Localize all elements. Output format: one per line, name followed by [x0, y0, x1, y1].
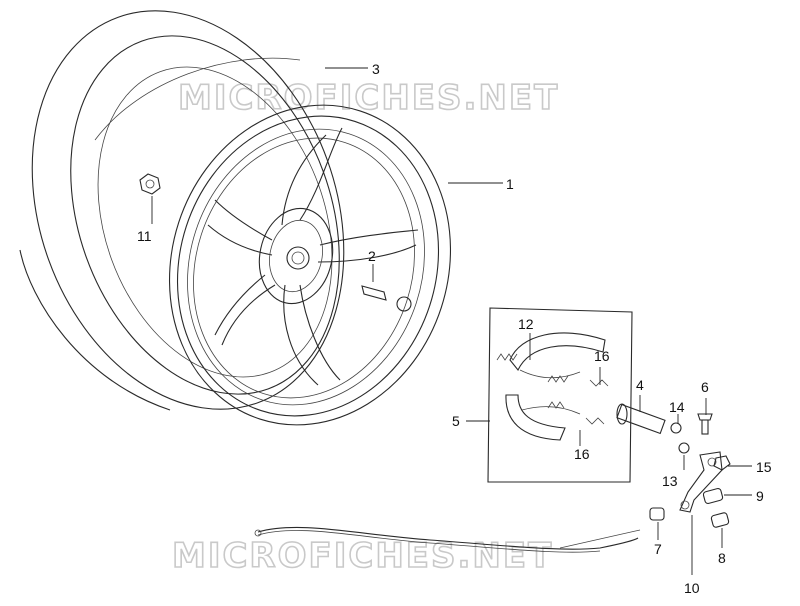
- bolt: [697, 413, 713, 435]
- brake-cam: [616, 403, 666, 435]
- wheel-rim: [168, 104, 452, 426]
- callout-labels: 3 1 2 11 5 12 16 16 4 6 14 13 15 9 8 7 1…: [137, 61, 772, 596]
- callout-15: 15: [756, 459, 772, 475]
- callout-14: 14: [669, 399, 685, 415]
- callout-16-bottom: 16: [574, 446, 590, 462]
- callout-3: 3: [372, 61, 380, 77]
- callout-2: 2: [368, 248, 376, 264]
- cable-pin: [649, 507, 665, 521]
- washer: [678, 442, 690, 454]
- o-ring: [670, 422, 682, 434]
- callout-8: 8: [718, 550, 726, 566]
- pin: [702, 487, 724, 505]
- callout-5: 5: [452, 413, 460, 429]
- callout-1: 1: [506, 176, 514, 192]
- callout-11: 11: [137, 228, 152, 244]
- brake-lever: [679, 451, 723, 513]
- callout-16-top: 16: [594, 348, 610, 364]
- cable-stop: [710, 512, 730, 528]
- callout-4: 4: [636, 377, 644, 393]
- brake-cable: [254, 526, 641, 553]
- valve-nut: [139, 173, 161, 195]
- callout-13: 13: [662, 473, 678, 489]
- callout-12: 12: [518, 316, 534, 332]
- brake-shoe-panel: [487, 307, 633, 483]
- tyre-valve: [361, 285, 412, 312]
- callout-9: 9: [756, 488, 764, 504]
- lever-nut: [713, 455, 731, 471]
- watermark-bottom: MICROFICHES.NET: [172, 536, 553, 576]
- callout-6: 6: [701, 379, 709, 395]
- callout-7: 7: [654, 541, 662, 557]
- leader-lines: [151, 67, 752, 575]
- callout-10: 10: [684, 580, 700, 596]
- watermark-top: MICROFICHES.NET: [178, 78, 559, 118]
